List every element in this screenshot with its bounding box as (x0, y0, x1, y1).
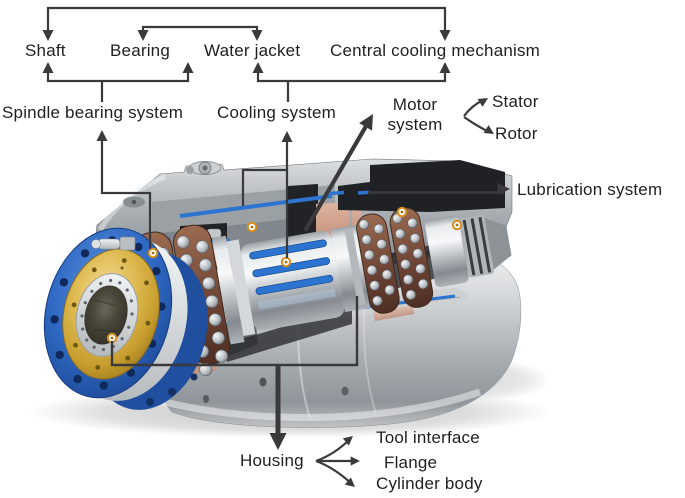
label-spindle-bearing-system: Spindle bearing system (2, 103, 184, 122)
rear-shaft-end (424, 214, 512, 288)
label-central-cooling: Central cooling mechanism (330, 41, 541, 60)
label-housing: Housing (240, 451, 304, 470)
label-motor-system: Motor system (387, 95, 443, 134)
bracket-shaft-centralcooling (46, 6, 447, 38)
rear-recess (338, 160, 505, 212)
callout-spindle-bearing (100, 133, 152, 249)
callout-motor (303, 119, 371, 233)
gold-plate-screws (71, 258, 151, 370)
label-water-jacket: Water jacket (204, 41, 301, 60)
bracket-bearing-waterjacket (141, 25, 259, 38)
tool-interface-bore (84, 285, 128, 345)
label-bearing: Bearing (110, 41, 170, 60)
label-lubrication-system: Lubrication system (517, 180, 663, 199)
label-tool-interface: Tool interface (376, 428, 480, 447)
callout-housing-bracket (110, 296, 359, 367)
front-sensor-fitting (91, 236, 136, 251)
branch-cylinder-body (315, 459, 353, 485)
label-shaft: Shaft (25, 41, 66, 60)
label-rotor: Rotor (495, 124, 538, 143)
label-cooling-system: Cooling system (217, 103, 337, 122)
tool-interface-holes (80, 278, 134, 352)
branch-tool-interface (315, 438, 351, 463)
front-flange (43, 227, 208, 410)
bracket-spindle-bearing-system (46, 64, 190, 102)
lubrication-port-markers (106, 206, 463, 344)
label-flange: Flange (384, 453, 438, 472)
label-stator: Stator (492, 92, 539, 111)
central-cooling-shaft (241, 230, 345, 331)
callout-cooling (241, 134, 289, 258)
label-cylinder-body: Cylinder body (376, 474, 483, 493)
